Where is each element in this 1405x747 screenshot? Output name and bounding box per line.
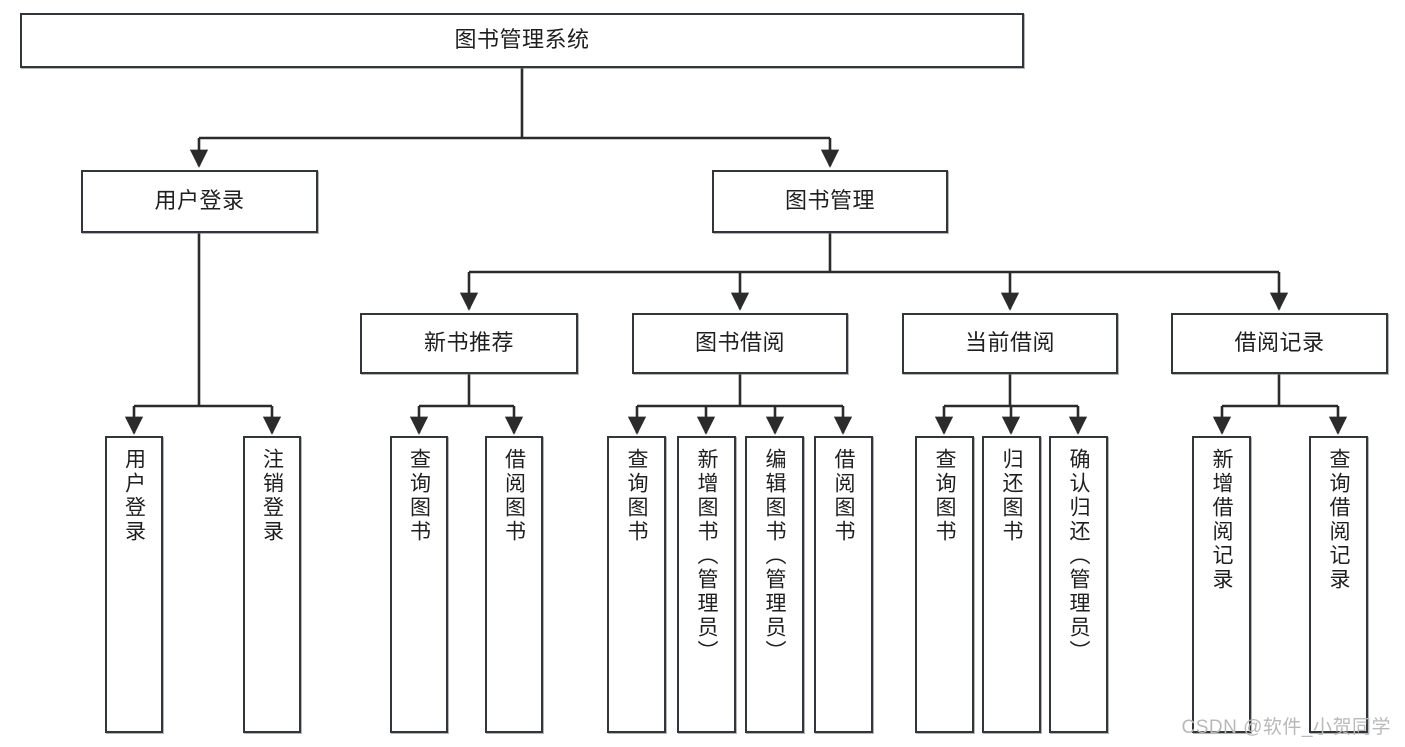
node-leaf-query-book-1-label: 查询图书: [407, 448, 431, 544]
node-leaf-add-record[interactable]: 新增借阅记录: [1192, 436, 1251, 733]
csdn-watermark: CSDN @软件_小贺同学: [1181, 717, 1391, 738]
node-book-manage-label: 图书管理: [784, 188, 875, 214]
node-user-login[interactable]: 用户登录: [81, 170, 318, 233]
node-leaf-add-record-label: 新增借阅记录: [1210, 448, 1233, 592]
node-borrow-record-label: 借阅记录: [1234, 330, 1325, 356]
node-borrow-record[interactable]: 借阅记录: [1171, 313, 1388, 374]
node-current-borrow-label: 当前借阅: [964, 330, 1055, 356]
node-leaf-user-login-label: 用户登录: [122, 448, 146, 544]
node-leaf-logout-login[interactable]: 注销登录: [243, 436, 301, 733]
node-leaf-return-book-label: 归还图书: [1000, 448, 1023, 544]
node-leaf-logout-login-label: 注销登录: [260, 448, 284, 544]
node-leaf-confirm-return[interactable]: 确认归还（管理员）: [1049, 436, 1108, 733]
node-leaf-borrow-book-1[interactable]: 借阅图书: [485, 436, 543, 733]
node-leaf-query-book-3-label: 查询图书: [933, 448, 956, 544]
node-leaf-borrow-book-2[interactable]: 借阅图书: [814, 436, 873, 733]
node-root-system-label: 图书管理系统: [454, 27, 590, 53]
node-root-system[interactable]: 图书管理系统: [20, 13, 1024, 68]
node-book-manage[interactable]: 图书管理: [712, 170, 948, 233]
node-leaf-query-record[interactable]: 查询借阅记录: [1309, 436, 1368, 733]
node-leaf-query-book-3[interactable]: 查询图书: [915, 436, 974, 733]
node-current-borrow[interactable]: 当前借阅: [902, 313, 1118, 374]
node-leaf-edit-book[interactable]: 编辑图书（管理员）: [745, 436, 804, 733]
node-book-borrow[interactable]: 图书借阅: [632, 313, 848, 374]
node-leaf-query-book-1[interactable]: 查询图书: [390, 436, 448, 733]
node-leaf-add-book-label: 新增图书（管理员）: [695, 448, 718, 664]
node-leaf-confirm-return-label: 确认归还（管理员）: [1067, 448, 1090, 664]
node-user-login-label: 用户登录: [154, 188, 245, 214]
node-leaf-query-record-label: 查询借阅记录: [1327, 448, 1350, 592]
node-leaf-query-book-2[interactable]: 查询图书: [607, 436, 666, 733]
node-book-borrow-label: 图书借阅: [694, 330, 785, 356]
node-leaf-borrow-book-1-label: 借阅图书: [502, 448, 526, 544]
node-leaf-edit-book-label: 编辑图书（管理员）: [763, 448, 786, 664]
node-new-book-recommend[interactable]: 新书推荐: [360, 313, 578, 374]
node-leaf-add-book[interactable]: 新增图书（管理员）: [677, 436, 736, 733]
node-leaf-query-book-2-label: 查询图书: [625, 448, 648, 544]
node-leaf-user-login[interactable]: 用户登录: [105, 436, 163, 733]
node-new-book-recommend-label: 新书推荐: [423, 330, 514, 356]
node-leaf-borrow-book-2-label: 借阅图书: [832, 448, 855, 544]
node-leaf-return-book[interactable]: 归还图书: [982, 436, 1041, 733]
